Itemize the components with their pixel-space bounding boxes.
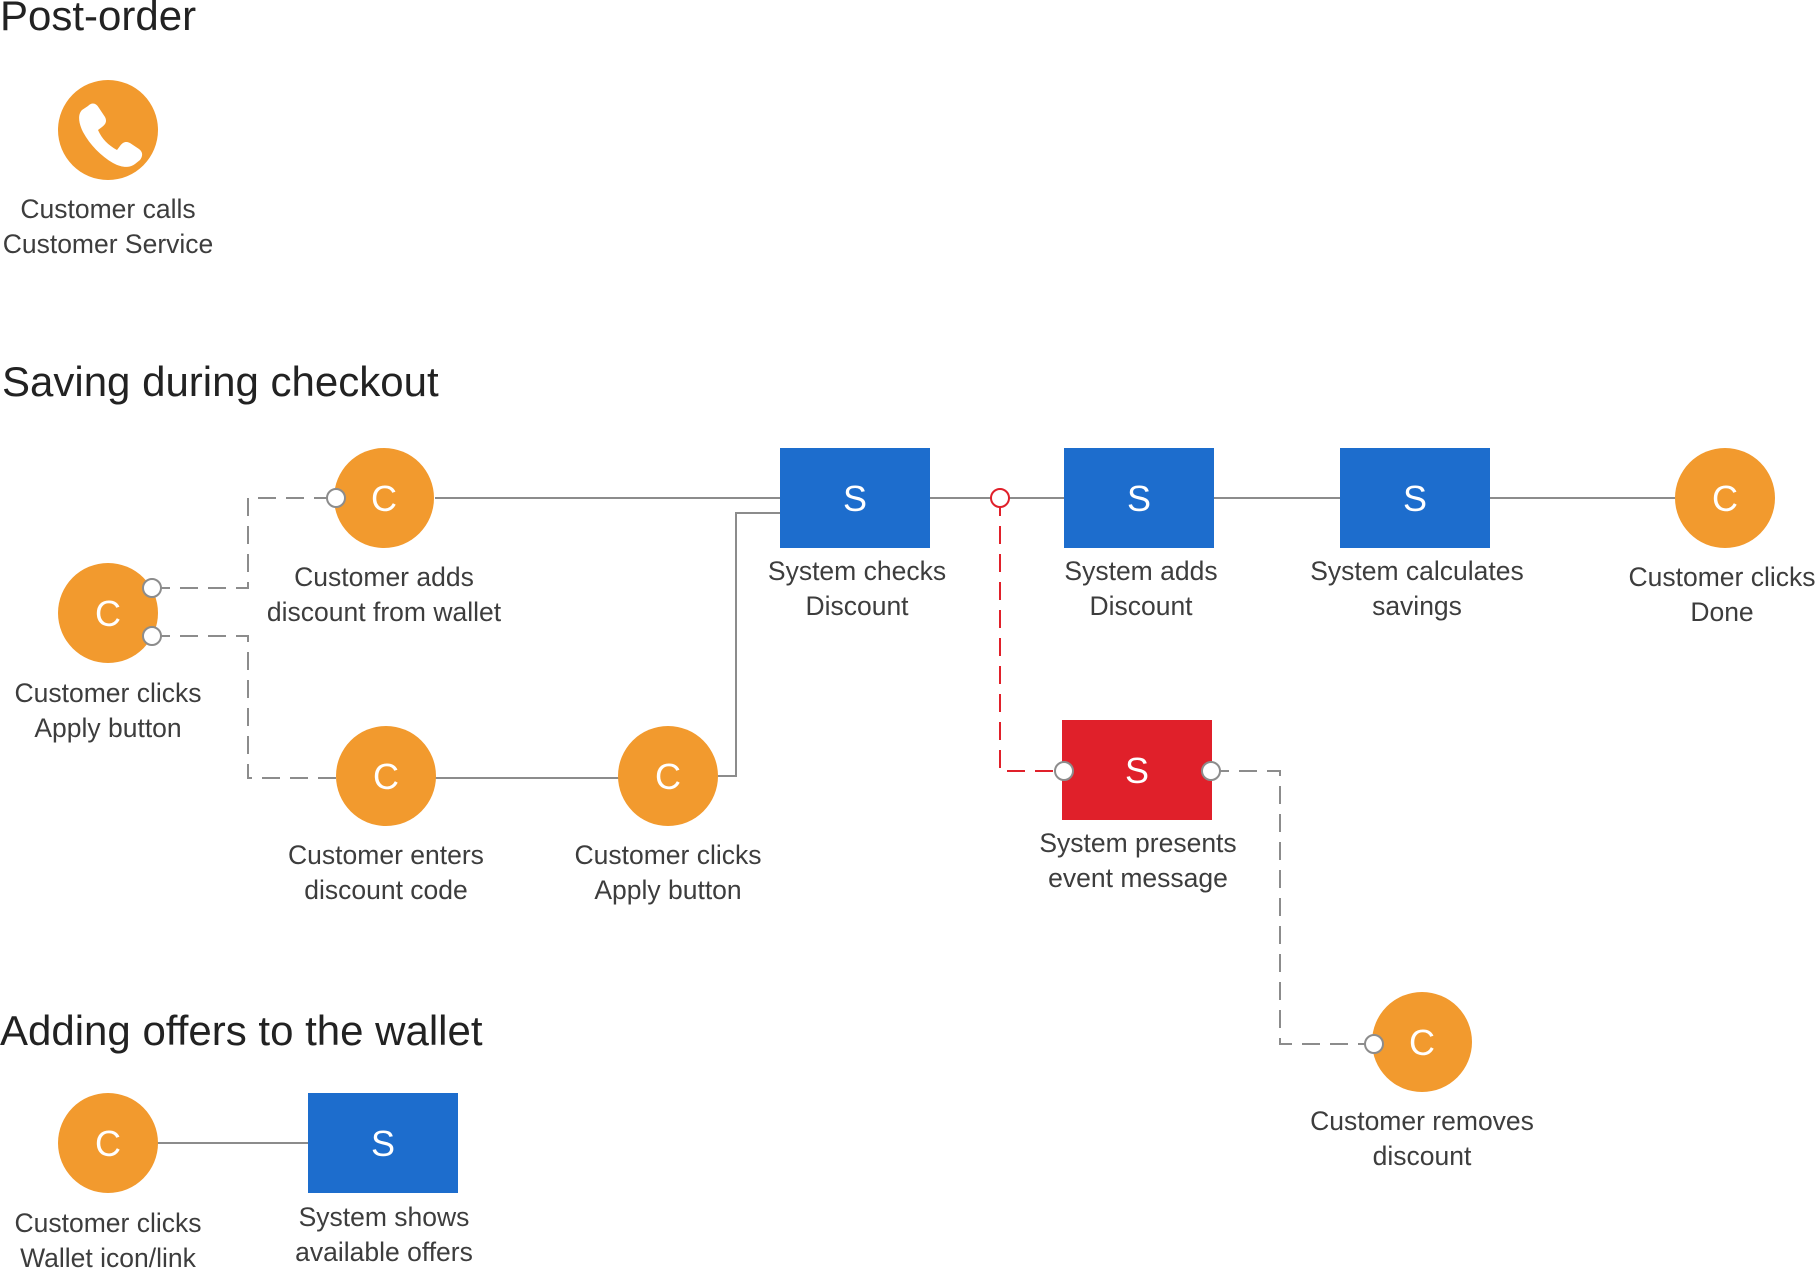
port-handle bbox=[326, 488, 346, 508]
node-label-line1: System shows bbox=[299, 1202, 470, 1232]
customer-glyph: C bbox=[373, 756, 399, 797]
node-label-line2: Done bbox=[1690, 597, 1753, 627]
node-customer-clicks-apply-mid: C Customer clicks Apply button bbox=[574, 726, 762, 905]
system-glyph: S bbox=[1125, 750, 1149, 791]
section-title-post-order: Post-order bbox=[0, 0, 196, 39]
dashed-connector-error-branch bbox=[999, 498, 1064, 772]
section-title-saving-during-checkout: Saving during checkout bbox=[2, 358, 439, 405]
dashed-connector-apply-to-wallet bbox=[152, 497, 336, 589]
node-system-event-message: S System presents event message bbox=[1039, 720, 1237, 893]
node-label-line2: Discount bbox=[805, 591, 909, 621]
system-glyph: S bbox=[843, 478, 867, 519]
node-label-line1: Customer clicks bbox=[14, 678, 201, 708]
customer-glyph: C bbox=[95, 1123, 121, 1164]
customer-node-circle bbox=[58, 563, 158, 663]
node-label-line1: System presents bbox=[1039, 828, 1236, 858]
node-customer-clicks-wallet: C Customer clicks Wallet icon/link bbox=[14, 1093, 202, 1270]
node-label-line2: Customer Service bbox=[3, 229, 214, 259]
customer-node-circle bbox=[1675, 448, 1775, 548]
node-label-line2: available offers bbox=[295, 1237, 473, 1267]
dashed-connector-event-to-remove bbox=[1211, 770, 1374, 1045]
node-customer-clicks-apply-left: C Customer clicks Apply button bbox=[14, 563, 202, 743]
node-label-line2: savings bbox=[1372, 591, 1462, 621]
node-customer-adds-from-wallet: C Customer adds discount from wallet bbox=[267, 448, 502, 627]
port-handles bbox=[142, 488, 1384, 1054]
node-label-line2: Apply button bbox=[34, 713, 181, 743]
connector-apply-to-check bbox=[718, 512, 780, 777]
port-handle bbox=[142, 578, 162, 598]
system-node-box bbox=[1064, 448, 1214, 548]
node-label-line1: Customer clicks bbox=[14, 1208, 201, 1238]
system-glyph: S bbox=[371, 1123, 395, 1164]
node-label-line1: Customer clicks bbox=[1628, 562, 1815, 592]
node-label-line2: discount bbox=[1373, 1141, 1472, 1171]
node-customer-clicks-done: C Customer clicks Done bbox=[1628, 448, 1816, 627]
customer-glyph: C bbox=[95, 593, 121, 634]
system-glyph: S bbox=[1127, 478, 1151, 519]
port-handle bbox=[1201, 761, 1221, 781]
customer-node-circle bbox=[58, 80, 158, 180]
customer-glyph: C bbox=[371, 478, 397, 519]
node-label-line2: discount from wallet bbox=[267, 597, 502, 627]
system-node-box bbox=[1340, 448, 1490, 548]
node-label-line1: System adds bbox=[1064, 556, 1217, 586]
node-label-line1: Customer removes bbox=[1310, 1106, 1534, 1136]
dashed-connector-apply-to-enter bbox=[152, 635, 336, 779]
port-handle bbox=[142, 626, 162, 646]
customer-glyph: C bbox=[655, 756, 681, 797]
customer-node-circle bbox=[618, 726, 718, 826]
customer-glyph: C bbox=[1712, 478, 1738, 519]
customer-glyph: C bbox=[1409, 1022, 1435, 1063]
node-system-calculates-savings: S System calculates savings bbox=[1310, 448, 1524, 621]
node-label-line1: System calculates bbox=[1310, 556, 1524, 586]
port-handle bbox=[1364, 1034, 1384, 1054]
node-label-line2: discount code bbox=[304, 875, 468, 905]
port-handle bbox=[1054, 761, 1074, 781]
node-label-line1: Customer clicks bbox=[574, 840, 761, 870]
system-error-node-box bbox=[1062, 720, 1212, 820]
node-label-line1: Customer adds bbox=[294, 562, 474, 592]
connectors bbox=[152, 497, 1675, 1144]
node-customer-enters-code: C Customer enters discount code bbox=[288, 726, 484, 905]
port-handle-error bbox=[990, 488, 1010, 508]
node-label-line2: Wallet icon/link bbox=[20, 1243, 196, 1270]
customer-node-circle bbox=[1372, 992, 1472, 1092]
customer-node-circle bbox=[334, 448, 434, 548]
node-customer-calls-service: Customer calls Customer Service bbox=[3, 80, 214, 259]
node-label-line2: event message bbox=[1048, 863, 1228, 893]
system-glyph: S bbox=[1403, 478, 1427, 519]
node-system-shows-offers: S System shows available offers bbox=[295, 1093, 473, 1267]
node-customer-removes-discount: C Customer removes discount bbox=[1310, 992, 1534, 1171]
section-title-adding-offers: Adding offers to the wallet bbox=[0, 1007, 483, 1054]
node-label-line2: Apply button bbox=[594, 875, 741, 905]
node-label-line1: Customer calls bbox=[20, 194, 195, 224]
node-label-line2: Discount bbox=[1089, 591, 1193, 621]
customer-node-circle bbox=[336, 726, 436, 826]
system-node-box bbox=[308, 1093, 458, 1193]
node-label-line1: Customer enters bbox=[288, 840, 484, 870]
phone-icon bbox=[79, 103, 143, 167]
node-system-adds-discount: S System adds Discount bbox=[1064, 448, 1218, 621]
node-label-line1: System checks bbox=[768, 556, 946, 586]
system-node-box bbox=[780, 448, 930, 548]
customer-node-circle bbox=[58, 1093, 158, 1193]
node-system-checks-discount: S System checks Discount bbox=[768, 448, 946, 621]
